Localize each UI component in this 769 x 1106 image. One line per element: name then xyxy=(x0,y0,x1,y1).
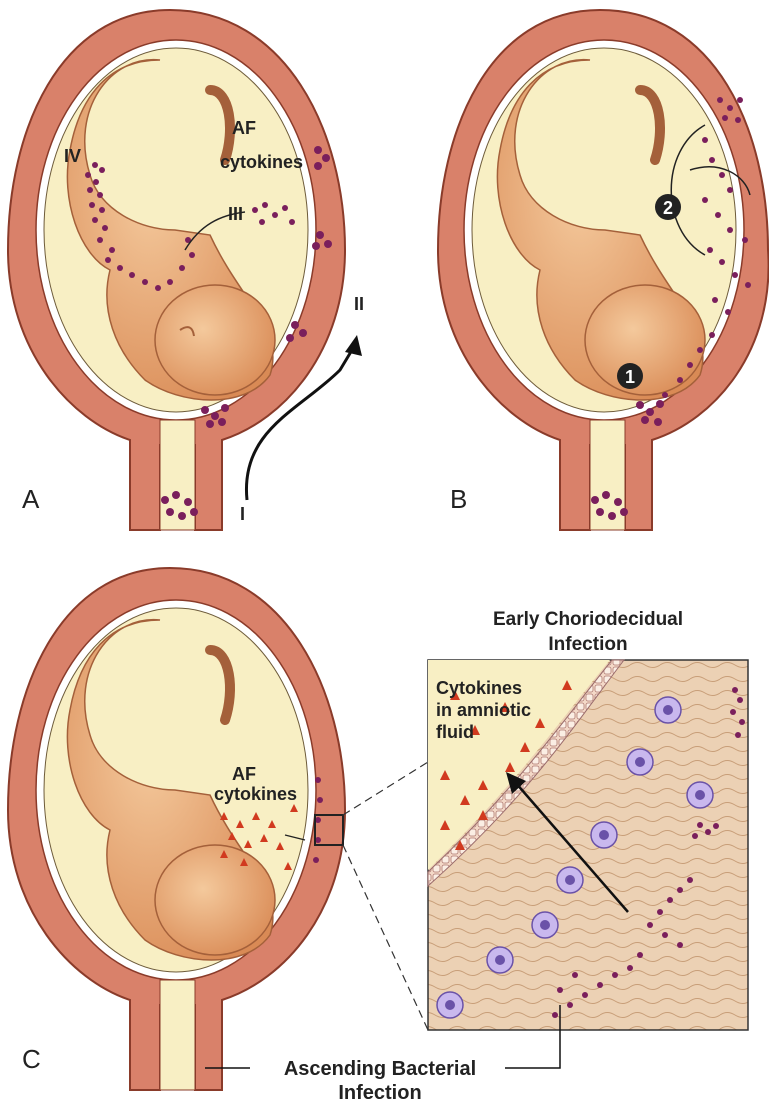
inset-fluid-line1: Cytokines xyxy=(436,678,522,698)
bottom-label-line1: Ascending Bacterial xyxy=(284,1058,476,1080)
label-iv: IV xyxy=(64,146,81,166)
panel-c: AF cytokines C xyxy=(8,568,428,1090)
panel-letter-c: C xyxy=(22,1044,41,1074)
label-i: I xyxy=(240,504,245,524)
label-af-cytokines: cytokines xyxy=(220,152,303,172)
bottom-label-line2: Infection xyxy=(338,1082,421,1104)
label-iii: III xyxy=(228,204,243,224)
inset-title-line1: Early Choriodecidual xyxy=(493,609,683,630)
panel-a: IV AF cytokines III II I A xyxy=(8,10,364,530)
inset-fluid-line2: in amniotic xyxy=(436,700,531,720)
inset-fluid-line3: fluid xyxy=(436,722,474,742)
panel-b: 2 1 B xyxy=(438,10,769,530)
marker-1-label: 1 xyxy=(625,367,635,387)
label-ii: II xyxy=(354,294,364,314)
label-af: AF xyxy=(232,764,256,784)
panel-letter-a: A xyxy=(22,484,40,514)
label-af: AF xyxy=(232,118,256,138)
marker-2-label: 2 xyxy=(663,198,673,218)
panel-letter-b: B xyxy=(450,484,467,514)
inset-title-line2: Infection xyxy=(548,634,627,655)
label-af-cytokines: cytokines xyxy=(214,784,297,804)
inset-choriodecidual: Cytokines in amniotic fluid xyxy=(428,660,748,1030)
